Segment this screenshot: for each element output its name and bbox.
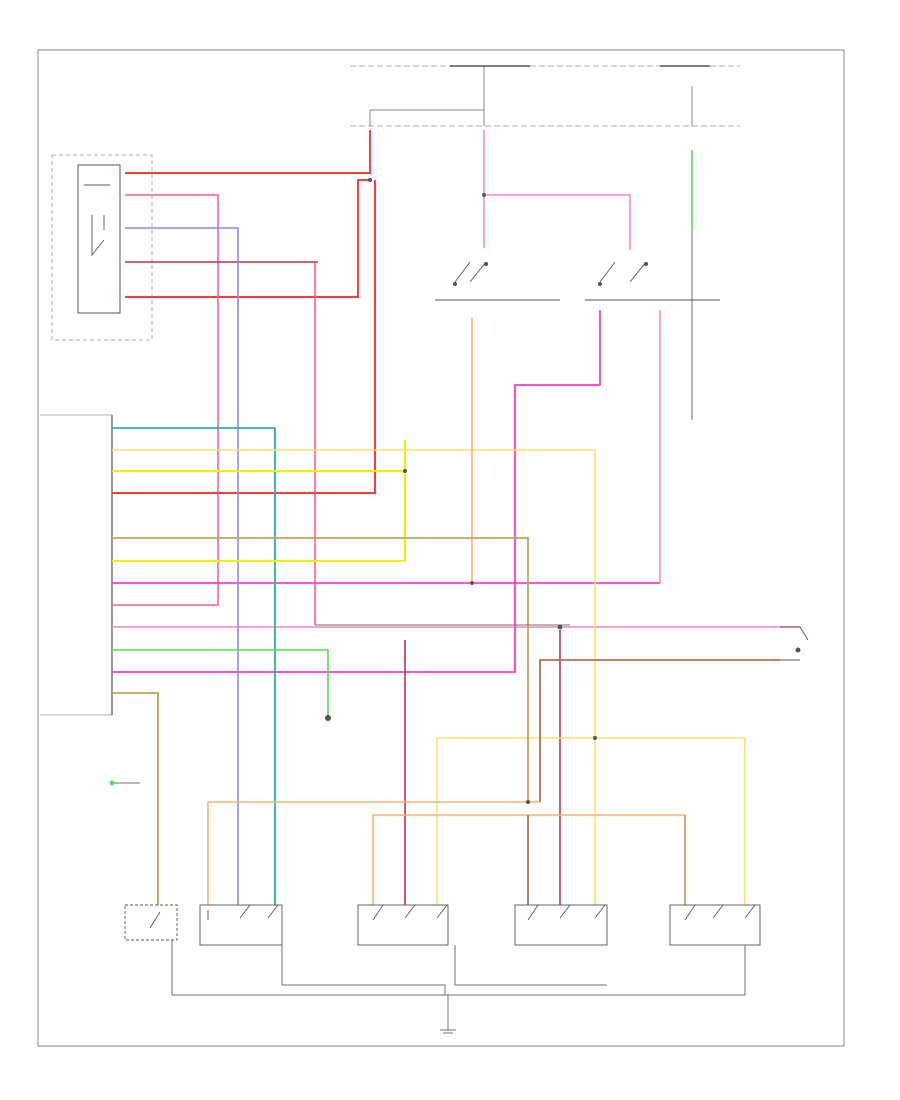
wire-dkred — [125, 261, 561, 905]
wire-teal — [112, 427, 276, 905]
wire-magenta — [112, 310, 660, 673]
splice-points — [109, 178, 597, 804]
wire-orange — [207, 318, 685, 905]
wire-brown — [527, 659, 780, 905]
actuator-boxes — [124, 904, 761, 946]
wire-ltyellow — [112, 449, 746, 905]
ground-bus — [171, 940, 746, 1034]
diagram-frame — [37, 49, 845, 1047]
wire-blue — [125, 227, 239, 905]
delay-relay-module — [51, 154, 153, 341]
wire-pink-1 — [112, 130, 800, 628]
switch-right-front — [585, 261, 720, 301]
body-control-module — [40, 414, 113, 716]
wire-tan — [112, 537, 686, 905]
wire-gray — [112, 230, 693, 784]
switch-left-front — [435, 261, 560, 301]
actuator-contacts — [149, 904, 756, 929]
power-bus-top — [350, 65, 740, 127]
wire-yellow — [112, 440, 406, 562]
wire-red-1 — [112, 130, 376, 494]
wire-green — [112, 150, 693, 718]
outside-connector — [780, 626, 809, 661]
wire-rose — [112, 194, 316, 625]
